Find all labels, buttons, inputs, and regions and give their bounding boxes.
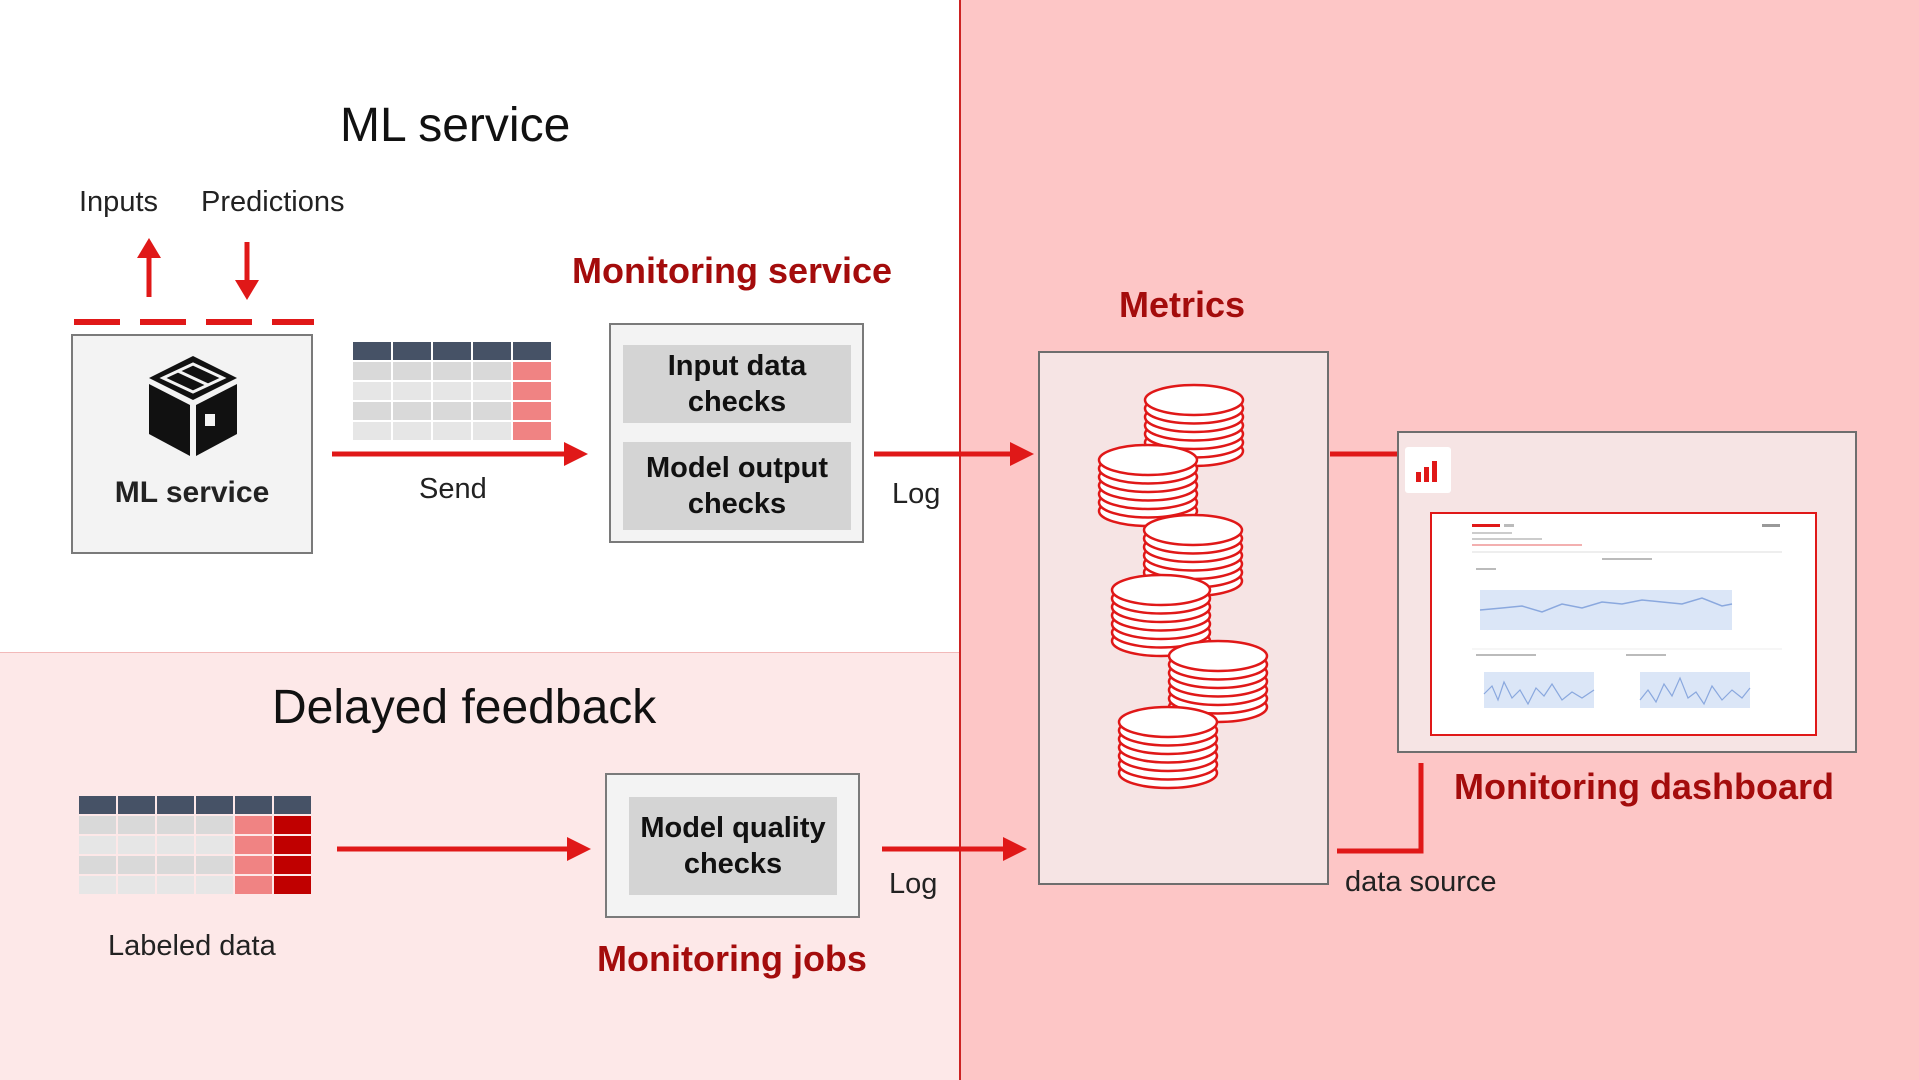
box-icon (149, 356, 237, 456)
monitoring-jobs-title: Monitoring jobs (597, 938, 867, 979)
model-quality-checks: Model quality checks (629, 797, 837, 895)
io-arrows (74, 238, 314, 325)
monitoring-service-title: Monitoring service (572, 250, 893, 291)
monitoring-dashboard-title: Monitoring dashboard (1454, 766, 1834, 807)
delayed-feedback-title: Delayed feedback (272, 681, 657, 734)
dashboard-screenshot (1430, 512, 1817, 736)
monitoring-jobs-box: Model quality checks (605, 773, 860, 918)
labeled-data-label: Labeled data (108, 930, 276, 962)
log-label-service: Log (892, 478, 941, 510)
metrics-title: Metrics (1119, 284, 1246, 325)
predictions-table (353, 342, 551, 440)
log-arrow-jobs (882, 837, 1027, 861)
send-label: Send (419, 473, 487, 505)
log-arrow-service (874, 442, 1034, 466)
monitoring-service-box: Input data checks Model output checks (609, 323, 864, 543)
ml-service-title: ML service (340, 99, 571, 152)
predictions-label: Predictions (201, 186, 345, 218)
data-source-label: data source (1345, 866, 1497, 898)
database-stack-icon (1097, 383, 1269, 790)
send-arrow (332, 442, 588, 466)
dashboard-panel (1397, 431, 1857, 753)
bar-chart-icon (1405, 447, 1451, 493)
model-output-checks: Model output checks (623, 442, 851, 530)
ml-service-box: ML service (71, 334, 313, 554)
labeled-data-arrow (337, 837, 591, 861)
inputs-label: Inputs (79, 186, 158, 218)
dashboard-connectors (1330, 451, 1424, 854)
ml-service-box-label: ML service (114, 476, 270, 509)
input-data-checks: Input data checks (623, 345, 851, 423)
labeled-data-table (79, 796, 311, 894)
log-label-jobs: Log (889, 868, 938, 900)
dashboard-preview-charts (1472, 524, 1782, 708)
